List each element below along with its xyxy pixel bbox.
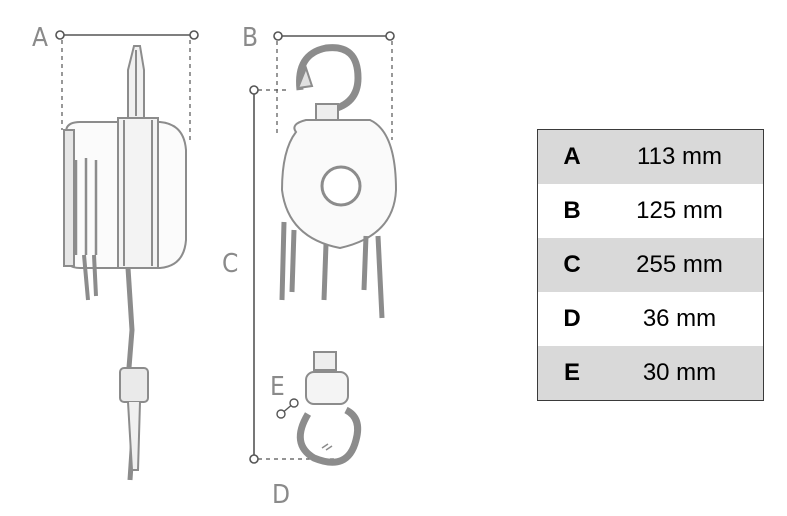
table-row: A 113 mm — [537, 129, 764, 184]
label-b: B — [242, 23, 258, 53]
dimension-e — [276, 398, 299, 419]
table-row: D 36 mm — [537, 292, 764, 346]
hoist-side-view — [63, 45, 187, 481]
dimension-a — [55, 30, 199, 140]
label-c: C — [222, 249, 238, 279]
table-row: B 125 mm — [537, 184, 764, 238]
row-value: 125 mm — [636, 197, 723, 224]
hoist-front-view — [279, 44, 398, 466]
label-e: E — [270, 372, 285, 402]
dimension-b — [273, 31, 395, 140]
dimension-table: A 113 mm B 125 mm C 255 mm D 36 mm E 30 … — [537, 129, 764, 401]
table-row: E 30 mm — [537, 346, 764, 401]
row-key: C — [563, 251, 581, 278]
table-row: C 255 mm — [537, 238, 764, 292]
row-value: 36 mm — [642, 305, 717, 332]
row-key: D — [563, 305, 581, 332]
label-a: A — [32, 23, 48, 53]
row-key: B — [563, 197, 581, 224]
row-value: 30 mm — [642, 359, 717, 386]
row-key: E — [563, 359, 580, 386]
row-value: 113 mm — [637, 143, 722, 170]
label-d: D — [272, 480, 290, 510]
row-value: 255 mm — [636, 251, 723, 278]
row-key: A — [563, 143, 581, 170]
